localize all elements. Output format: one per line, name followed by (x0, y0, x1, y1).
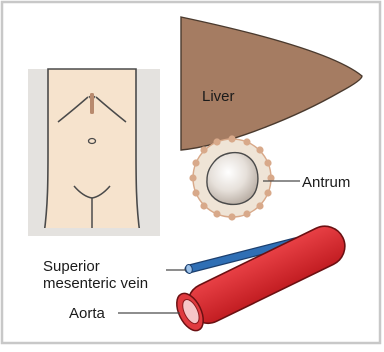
antrum: Antrum (189, 135, 350, 220)
aorta-label: Aorta (69, 305, 106, 322)
smv-label-line1: Superior (43, 258, 100, 275)
antrum-label: Antrum (302, 174, 350, 191)
inset-background-mask (28, 228, 160, 236)
smv-label-line2: mesenteric vein (43, 275, 148, 292)
transducer-position-marker (90, 93, 94, 114)
antrum-lumen (207, 153, 258, 205)
aorta-body (181, 220, 351, 330)
liver: Liver (181, 17, 362, 150)
liver-label: Liver (202, 88, 235, 105)
body-position-inset (28, 69, 160, 236)
liver-shape (181, 17, 362, 150)
